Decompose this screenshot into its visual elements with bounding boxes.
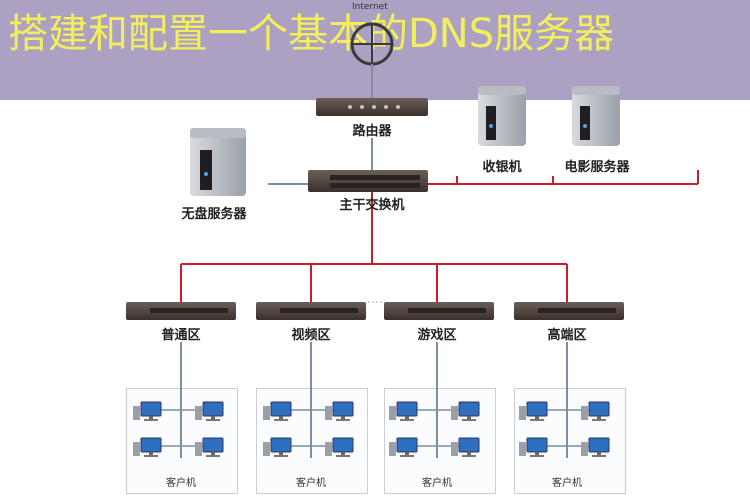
client-computer-icon xyxy=(133,401,162,421)
core-switch-icon xyxy=(308,170,428,192)
zone-label: 高端区 xyxy=(547,328,587,343)
internet-label: Internet xyxy=(352,2,388,12)
client-computer-icon xyxy=(195,401,224,421)
client-computer-icon xyxy=(389,401,418,421)
banner-title: 搭建和配置一个基本的DNS服务器 xyxy=(8,11,615,57)
client-computer-icon xyxy=(195,437,224,457)
movie-server-icon xyxy=(572,86,620,146)
client-computer-icon xyxy=(389,437,418,457)
client-computer-icon xyxy=(263,401,292,421)
core-switch-label: 主干交换机 xyxy=(339,198,405,213)
client-computer-icon xyxy=(263,437,292,457)
diskless-server-icon xyxy=(190,128,246,196)
client-computer-icon xyxy=(325,401,354,421)
zone-label: 视频区 xyxy=(291,328,331,343)
zone-switch-icon xyxy=(256,302,366,320)
zone-label: 游戏区 xyxy=(417,328,457,343)
cashier-label: 收银机 xyxy=(482,160,522,175)
client-computer-icon xyxy=(581,401,610,421)
router-label: 路由器 xyxy=(352,124,392,139)
client-computer-icon xyxy=(451,437,480,457)
client-computer-icon xyxy=(519,437,548,457)
zone-switch-icon xyxy=(514,302,624,320)
title-banner: 搭建和配置一个基本的DNS服务器 xyxy=(0,0,750,100)
client-computer-icon xyxy=(451,401,480,421)
cashier-server-icon xyxy=(478,86,526,146)
clients-label: 客户机 xyxy=(296,478,326,489)
client-computer-icon xyxy=(133,437,162,457)
zone-switch-icon xyxy=(384,302,494,320)
movie-server-label: 电影服务器 xyxy=(564,160,630,175)
client-computer-icon xyxy=(519,401,548,421)
client-computer-icon xyxy=(325,437,354,457)
clients-label: 客户机 xyxy=(552,478,582,489)
router-icon xyxy=(316,98,428,116)
client-computer-icon xyxy=(581,437,610,457)
zone-label: 普通区 xyxy=(161,328,201,343)
clients-label: 客户机 xyxy=(422,478,452,489)
zone-switch-icon xyxy=(126,302,236,320)
clients-label: 客户机 xyxy=(166,478,196,489)
diskless-server-label: 无盘服务器 xyxy=(181,207,247,222)
